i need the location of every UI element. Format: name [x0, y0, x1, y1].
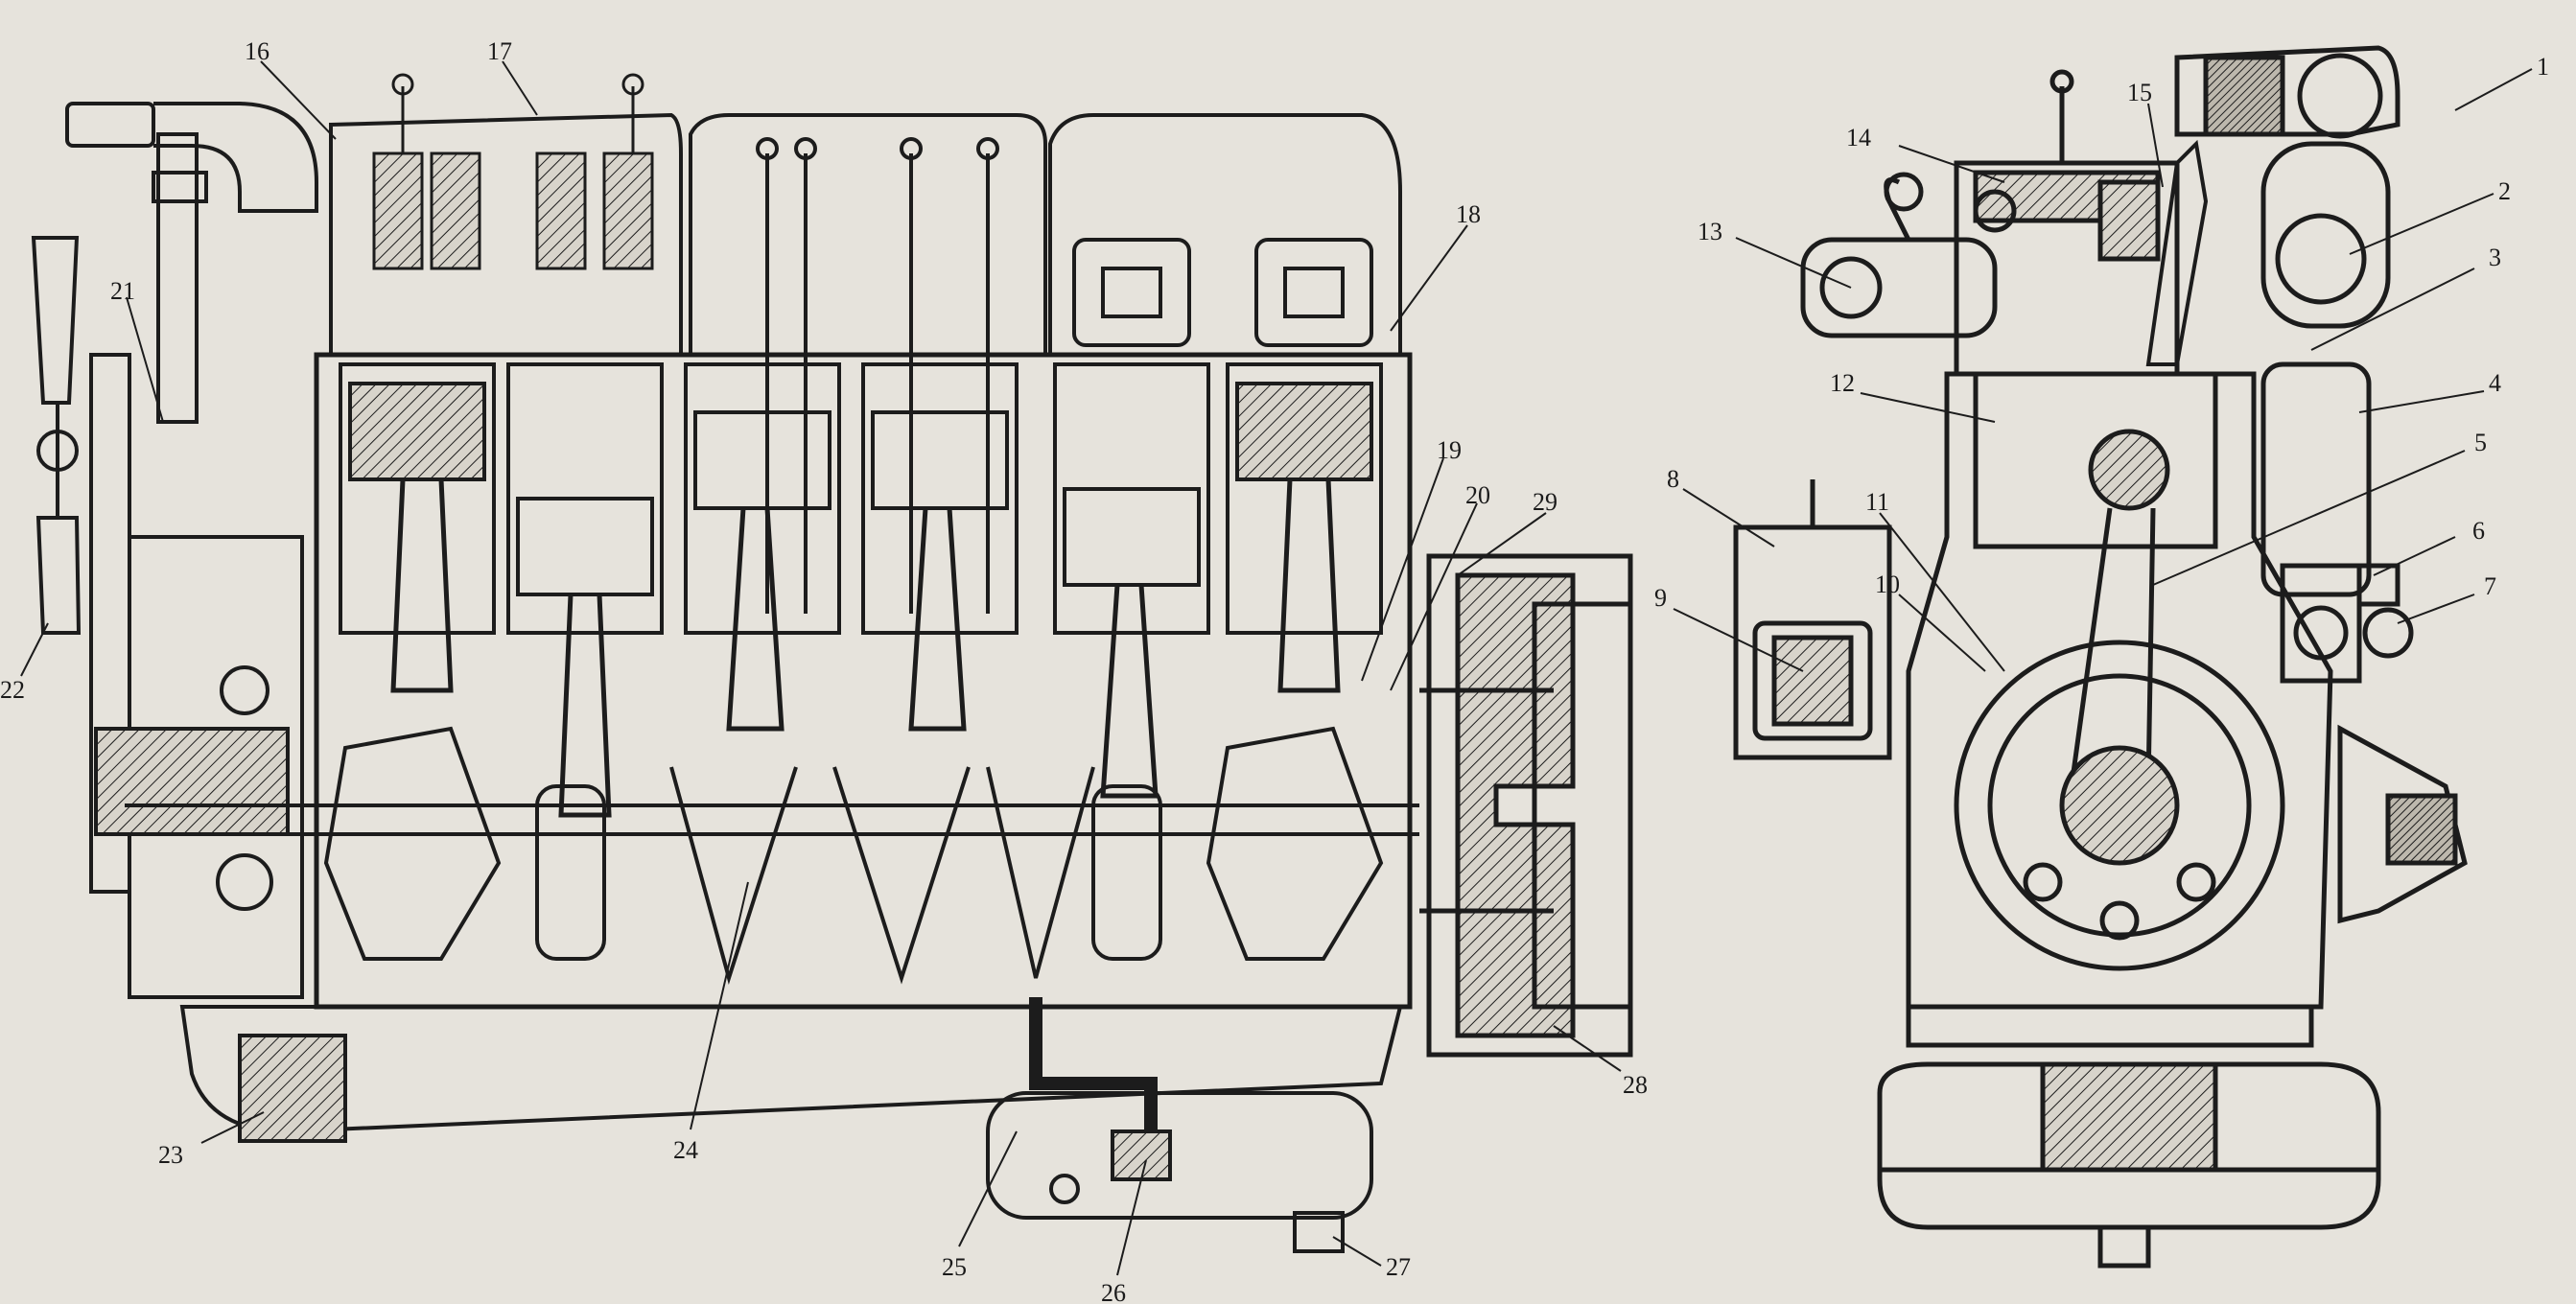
injection-pump	[2145, 139, 2209, 366]
leader-26	[1116, 1159, 1147, 1276]
leader-6	[2373, 536, 2456, 576]
leader-8	[1682, 488, 1775, 547]
leader-5	[2152, 450, 2466, 586]
callout-15: 15	[2127, 79, 2152, 106]
leader-18	[1390, 224, 1468, 332]
connecting-rods	[390, 478, 1341, 818]
leader-12	[1860, 392, 1996, 423]
leader-9	[1673, 608, 1804, 672]
oil-filter	[1733, 479, 1892, 760]
callout-26: 26	[1101, 1279, 1126, 1304]
leader-2	[2349, 193, 2494, 255]
callout-21: 21	[110, 277, 135, 305]
callout-16: 16	[245, 37, 269, 65]
callout-8: 8	[1667, 465, 1679, 493]
oil-sump	[179, 997, 1403, 1253]
callout-24: 24	[673, 1136, 698, 1164]
callout-4: 4	[2489, 369, 2501, 397]
fan	[31, 236, 82, 635]
leader-7	[2397, 594, 2475, 624]
front-housing	[89, 353, 304, 999]
leader-22	[20, 622, 49, 677]
valve-springs	[372, 73, 654, 270]
exhaust-ports	[1072, 238, 1373, 347]
leader-15	[2147, 103, 2164, 188]
callout-12: 12	[1830, 369, 1855, 397]
leader-25	[958, 1130, 1018, 1247]
callout-5: 5	[2474, 429, 2487, 456]
leader-3	[2310, 268, 2475, 351]
callout-25: 25	[942, 1253, 967, 1281]
callout-7: 7	[2484, 572, 2496, 600]
leader-16	[260, 60, 337, 140]
leader-27	[1332, 1236, 1382, 1267]
valve-covers	[329, 112, 1402, 357]
leader-24	[690, 881, 749, 1130]
callout-6: 6	[2472, 517, 2485, 545]
leader-11	[1879, 512, 2005, 672]
leader-17	[502, 60, 538, 116]
leader-10	[1898, 594, 1986, 672]
callout-14: 14	[1846, 124, 1871, 151]
leader-21	[126, 296, 164, 423]
outlet-elbow	[2337, 724, 2468, 924]
push-rods	[756, 137, 999, 614]
oil-pump	[238, 1034, 347, 1143]
leader-13	[1735, 237, 1852, 289]
leader-14	[1898, 145, 2005, 183]
callout-2: 2	[2498, 177, 2511, 205]
leader-23	[200, 1111, 265, 1144]
callout-20: 20	[1465, 481, 1490, 509]
callout-18: 18	[1456, 200, 1481, 228]
callout-19: 19	[1437, 436, 1462, 464]
cylinders	[339, 362, 1383, 635]
transverse-section-view	[1733, 45, 2468, 1269]
callout-28: 28	[1623, 1071, 1648, 1099]
callout-labels: 1 2 3 4 5 6 7 8 9 10 11 12 13 14 15 16 1…	[0, 37, 2549, 1304]
longitudinal-section-view	[31, 73, 1633, 1253]
head-and-manifold	[1800, 69, 2180, 377]
air-cleaner	[2174, 45, 2400, 329]
leader-lines	[20, 60, 2533, 1276]
callout-3: 3	[2489, 244, 2501, 271]
callout-11: 11	[1865, 488, 1889, 516]
pistons	[348, 382, 1373, 596]
callout-9: 9	[1654, 584, 1667, 612]
crankshaft	[125, 726, 1419, 986]
transverse-piston-rod	[1954, 429, 2285, 971]
leader-19	[1361, 457, 1444, 682]
flywheel-housing	[1419, 553, 1633, 1058]
transverse-sump	[1877, 1004, 2381, 1269]
leader-20	[1390, 502, 1478, 691]
fuel-filter	[2260, 361, 2414, 684]
callout-23: 23	[158, 1141, 183, 1169]
leader-4	[2358, 390, 2485, 413]
callout-27: 27	[1386, 1253, 1411, 1281]
callout-29: 29	[1533, 488, 1557, 516]
callout-13: 13	[1698, 218, 1722, 245]
callout-10: 10	[1875, 570, 1900, 598]
callout-17: 17	[487, 37, 512, 65]
intake-pipe	[65, 102, 318, 424]
callout-22: 22	[0, 676, 25, 704]
callout-1: 1	[2537, 53, 2549, 81]
leader-28	[1553, 1025, 1622, 1072]
leader-29	[1457, 512, 1547, 576]
leader-1	[2454, 68, 2533, 111]
